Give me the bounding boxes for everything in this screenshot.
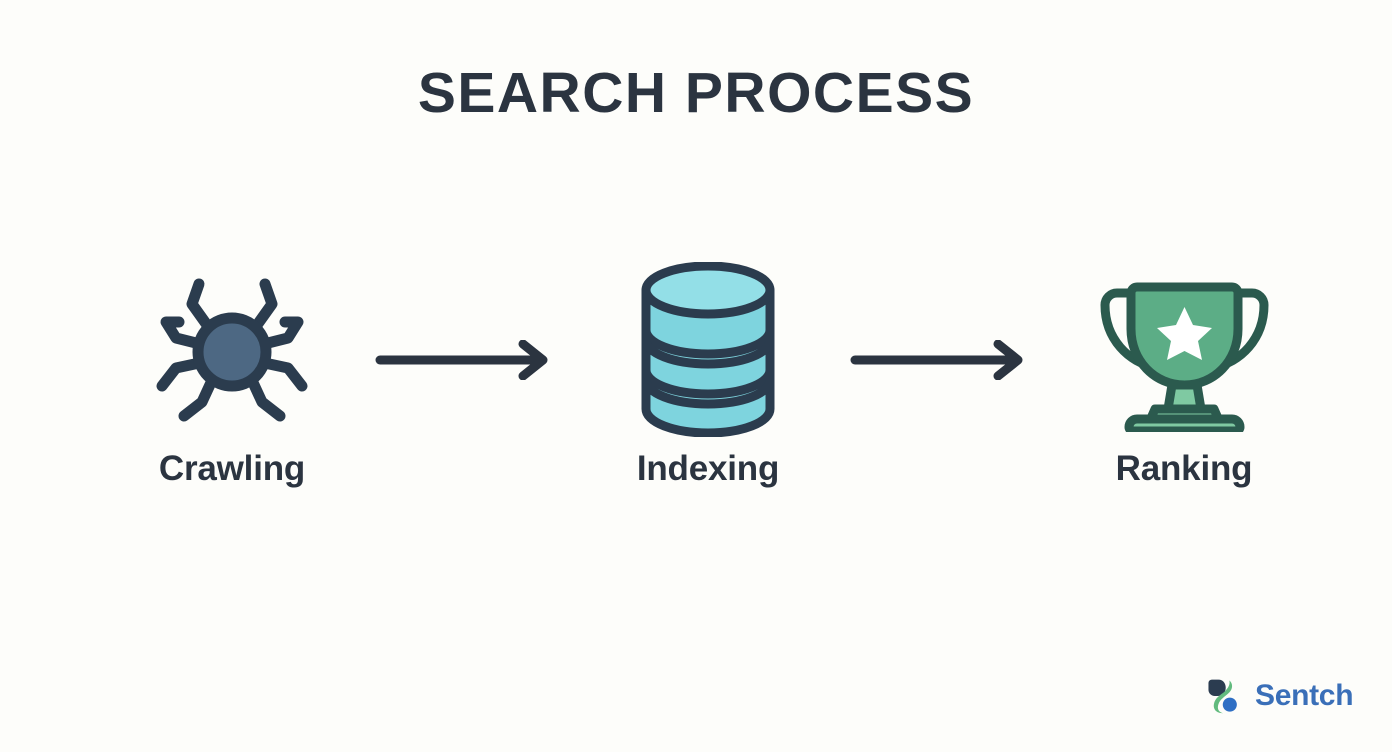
page-title: SEARCH PROCESS (417, 61, 975, 125)
flow-step-label: Ranking (1115, 449, 1253, 488)
flow-step-crawling: Crawling (112, 262, 352, 486)
flow-step-label: Crawling (158, 449, 306, 488)
trophy-icon (1064, 262, 1304, 437)
brand-logo-text: Sentch (1255, 679, 1354, 712)
brand-logo: Sentch (1203, 676, 1354, 716)
database-icon (588, 262, 828, 437)
flow-step-indexing: Indexing (588, 262, 828, 486)
spider-icon (112, 262, 352, 437)
arrow-right-icon (850, 339, 1030, 381)
process-flow: Crawling (0, 262, 1392, 522)
flow-step-label: Indexing (636, 449, 780, 488)
flow-step-ranking: Ranking (1064, 262, 1304, 486)
sentch-logo-mark (1203, 676, 1243, 716)
arrow-right-icon (375, 339, 555, 381)
